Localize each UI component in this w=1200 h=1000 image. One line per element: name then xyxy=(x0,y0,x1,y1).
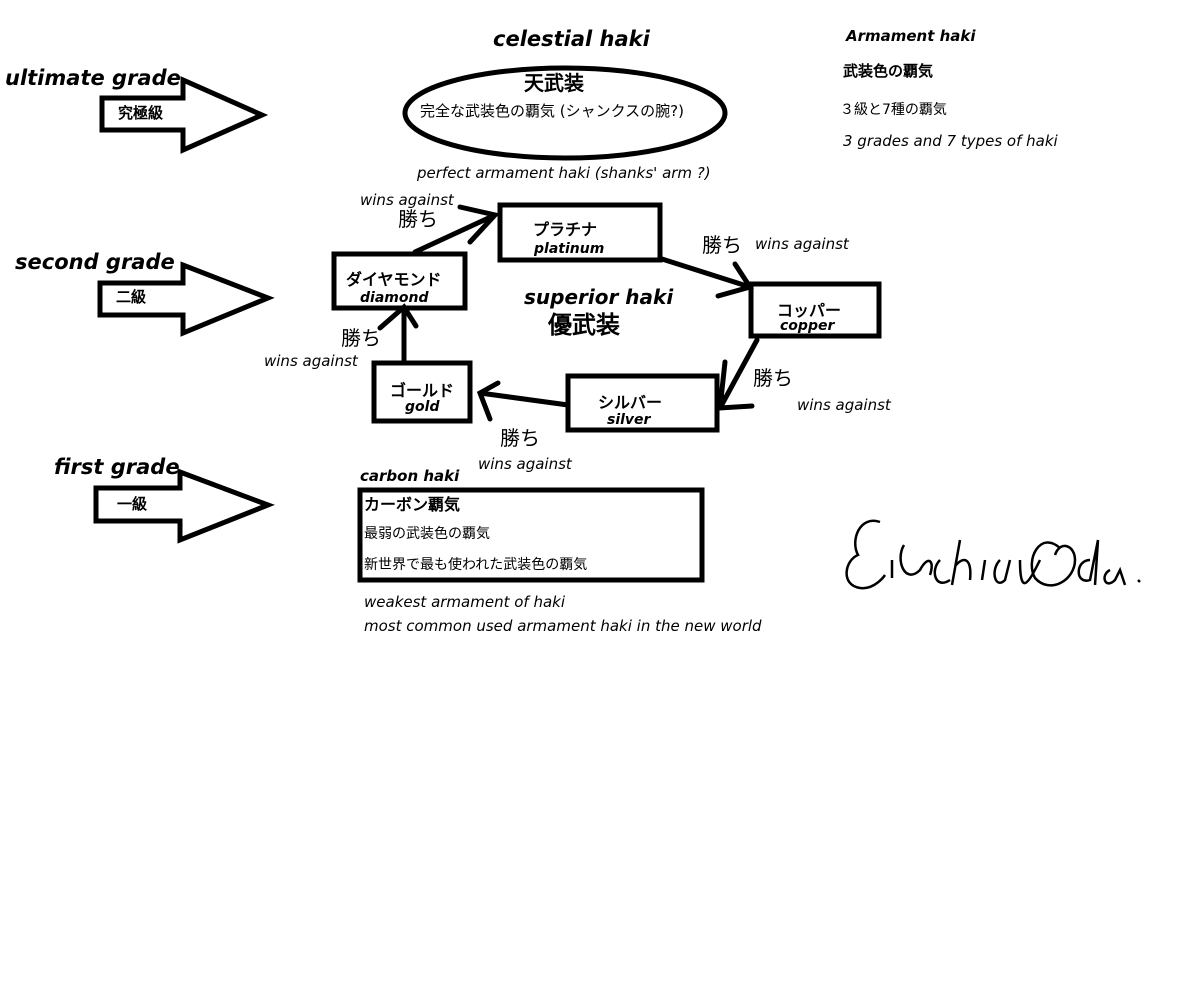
grade-arrow-second xyxy=(97,261,275,337)
grades-en: 3 grades and 7 types of haki xyxy=(843,132,1058,150)
wins-label-en-3: wins against xyxy=(797,396,891,414)
platinum-jp: プラチナ xyxy=(533,220,598,239)
carbon-haki-jp: カーボン覇気 xyxy=(364,495,461,514)
gold-jp: ゴールド xyxy=(390,381,455,400)
wins-label-jp-4: 勝ち xyxy=(500,426,540,450)
copper-jp: コッパー xyxy=(777,301,842,320)
wins-label-jp-5: 勝ち xyxy=(341,326,381,350)
arrow-gold-diamond xyxy=(377,303,419,363)
celestial-haki-title: celestial haki xyxy=(493,27,650,51)
wins-label-en-4: wins against xyxy=(478,455,572,473)
signature xyxy=(845,519,1141,590)
grade-jp-first: 一級 xyxy=(117,495,148,513)
celestial-en-desc: perfect armament haki (shanks' arm ?) xyxy=(417,164,711,182)
wins-label-jp-3: 勝ち xyxy=(753,366,793,390)
silver-jp: シルバー xyxy=(598,393,663,412)
copper-en: copper xyxy=(780,318,835,334)
gold-en: gold xyxy=(405,399,440,415)
carbon-en-2: most common used armament haki in the ne… xyxy=(364,617,762,635)
grade-label-first: first grade xyxy=(54,455,180,479)
carbon-desc-1: 最弱の武装色の覇気 xyxy=(364,526,490,542)
box-gold xyxy=(371,360,473,424)
wins-label-en-1: wins against xyxy=(360,191,454,209)
box-carbon xyxy=(357,487,705,583)
grade-jp-ultimate: 究極級 xyxy=(118,104,164,122)
superior-haki-en: superior haki xyxy=(524,285,674,309)
armament-haki-jp: 武装色の覇気 xyxy=(843,62,934,80)
wins-label-en-5: wins against xyxy=(264,352,358,370)
box-diamond xyxy=(331,251,468,311)
grade-label-second: second grade xyxy=(15,250,175,274)
celestial-jp-desc: 完全な武装色の覇気 (シャンクスの腕?) xyxy=(420,102,684,120)
platinum-en: platinum xyxy=(534,241,605,257)
arrow-copper-silver xyxy=(717,337,760,411)
grades-jp: ３級と7種の覇気 xyxy=(840,102,947,118)
diamond-jp: ダイヤモンド xyxy=(346,270,442,289)
carbon-haki-en: carbon haki xyxy=(360,467,460,485)
arrow-silver-gold xyxy=(476,380,571,422)
wins-label-en-2: wins against xyxy=(755,235,849,253)
celestial-ellipse xyxy=(402,65,728,161)
wins-label-jp-2: 勝ち xyxy=(702,233,742,257)
arrow-platinum-copper xyxy=(659,256,754,299)
carbon-desc-2: 新世界で最も使われた武装色の覇気 xyxy=(364,557,588,573)
wins-label-jp-1: 勝ち xyxy=(398,207,438,231)
box-platinum xyxy=(497,202,663,263)
carbon-en-1: weakest armament of haki xyxy=(364,593,566,611)
armament-haki-heading: Armament haki xyxy=(846,27,976,45)
grade-arrow-ultimate xyxy=(99,76,269,154)
silver-en: silver xyxy=(607,412,651,428)
box-copper xyxy=(748,281,882,339)
grade-label-ultimate: ultimate grade xyxy=(5,66,181,90)
superior-haki-jp: 優武装 xyxy=(548,311,620,339)
diamond-en: diamond xyxy=(360,290,429,306)
arrow-diamond-platinum xyxy=(412,204,500,255)
grade-jp-second: 二級 xyxy=(116,288,147,306)
grade-arrow-first xyxy=(93,468,275,544)
celestial-jp: 天武装 xyxy=(524,71,584,95)
